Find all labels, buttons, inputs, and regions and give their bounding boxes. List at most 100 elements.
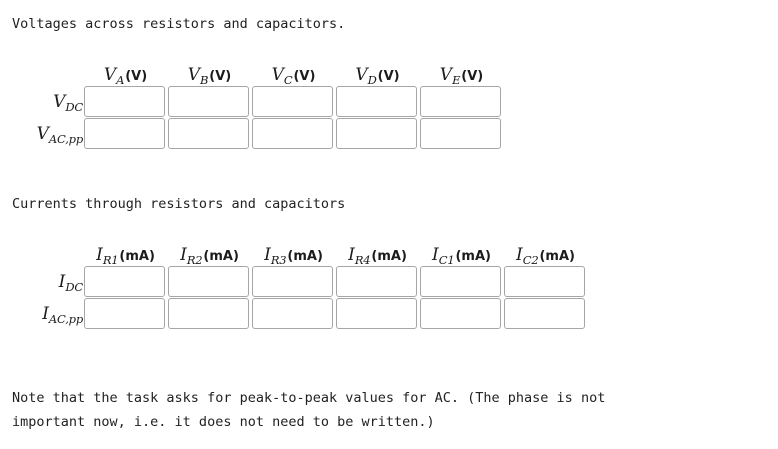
currents-row-symbol-letter-dc: I (58, 271, 66, 292)
currents-cell-acpp-r1 (84, 298, 167, 329)
currents-column-header-c2: IC2(mA) (504, 239, 587, 267)
voltages-header-corner (13, 59, 83, 85)
current-input-acpp-r4[interactable] (336, 298, 417, 329)
voltages-column-unit-b: (V) (209, 69, 232, 84)
currents-column-symbol-letter-r3: I (264, 245, 271, 265)
currents-column-header-r4: IR4(mA) (336, 239, 419, 267)
currents-row-label-dc: IDC (13, 266, 84, 297)
voltages-column-unit-a: (V) (125, 69, 148, 84)
voltages-column-header-a: VA(V) (84, 59, 167, 87)
currents-grid: IR1(mA) IR2(mA) IR3(mA) IR4(mA) IC1(mA) … (12, 238, 588, 330)
voltages-table-header: VA(V) VB(V) VC(V) VD(V) VE(V) (13, 59, 503, 87)
voltage-input-dc-e[interactable] (420, 86, 501, 117)
voltages-column-symbol-letter-d: V (355, 65, 368, 85)
current-input-acpp-c2[interactable] (504, 298, 585, 329)
voltages-column-subscript-a: A (116, 73, 125, 87)
currents-column-symbol-letter-c1: I (432, 245, 439, 265)
currents-column-symbol-letter-r4: I (348, 245, 355, 265)
voltage-input-dc-a[interactable] (84, 86, 165, 117)
currents-table: IR1(mA) IR2(mA) IR3(mA) IR4(mA) IC1(mA) … (12, 238, 588, 330)
currents-column-header-r1: IR1(mA) (84, 239, 167, 267)
voltages-column-symbol-letter-e: V (439, 65, 453, 85)
current-input-dc-c1[interactable] (420, 266, 501, 297)
currents-cell-acpp-r2 (168, 298, 251, 329)
voltages-cell-acpp-a (84, 118, 167, 149)
currents-column-subscript-c2: C2 (522, 253, 539, 267)
currents-row-symbol-acpp: IAC,pp (42, 303, 83, 326)
voltage-input-acpp-e[interactable] (420, 118, 501, 149)
voltage-input-acpp-c[interactable] (252, 118, 333, 149)
voltage-input-acpp-b[interactable] (168, 118, 249, 149)
currents-row-symbol-dc: IDC (58, 271, 84, 294)
voltages-table: VA(V) VB(V) VC(V) VD(V) VE(V) VDC (12, 58, 504, 150)
voltages-cell-dc-b (168, 86, 251, 117)
currents-table-body: IDC (13, 266, 587, 329)
current-input-dc-r4[interactable] (336, 266, 417, 297)
currents-column-subscript-r1: R1 (102, 253, 119, 267)
voltages-row-label-acpp: VAC,pp (13, 118, 84, 149)
voltages-row-symbol-letter-acpp: V (36, 123, 49, 144)
voltages-header-row: VA(V) VB(V) VC(V) VD(V) VE(V) (13, 59, 503, 87)
current-input-dc-c2[interactable] (504, 266, 585, 297)
current-input-dc-r2[interactable] (168, 266, 249, 297)
current-input-acpp-c1[interactable] (420, 298, 501, 329)
currents-row-symbol-letter-acpp: I (42, 303, 49, 324)
currents-column-symbol-letter-c2: I (516, 245, 523, 265)
voltage-input-dc-d[interactable] (336, 86, 417, 117)
currents-row-dc: IDC (13, 266, 587, 297)
voltage-input-dc-c[interactable] (252, 86, 333, 117)
voltages-cell-dc-d (336, 86, 419, 117)
currents-cell-dc-r4 (336, 266, 419, 297)
currents-column-unit-c1: (mA) (455, 249, 491, 264)
footer-note-line-2: important now, i.e. it does not need to … (12, 414, 435, 430)
voltages-cell-dc-c (252, 86, 335, 117)
currents-column-symbol-r4: IR4(mA) (348, 245, 407, 267)
voltages-column-symbol-letter-a: V (103, 65, 117, 85)
voltages-column-header-e: VE(V) (420, 59, 503, 87)
voltages-column-unit-d: (V) (377, 69, 400, 84)
currents-column-symbol-r2: IR2(mA) (180, 245, 239, 267)
voltages-table-body: VDC VAC,pp (13, 86, 503, 149)
voltages-cell-dc-e (420, 86, 503, 117)
voltages-cell-dc-a (84, 86, 167, 117)
current-input-acpp-r1[interactable] (84, 298, 165, 329)
currents-column-header-r3: IR3(mA) (252, 239, 335, 267)
voltages-column-symbol-a: VA(V) (103, 65, 148, 87)
voltages-row-subscript-acpp: AC,pp (48, 131, 83, 146)
voltages-column-subscript-b: B (200, 73, 209, 87)
currents-column-symbol-letter-r1: I (96, 245, 103, 265)
currents-row-subscript-acpp: AC,pp (48, 311, 83, 326)
voltages-column-header-b: VB(V) (168, 59, 251, 87)
currents-column-subscript-r3: R3 (270, 253, 287, 267)
voltages-column-symbol-b: VB(V) (188, 65, 232, 87)
currents-column-symbol-r3: IR3(mA) (264, 245, 323, 267)
current-input-dc-r1[interactable] (84, 266, 165, 297)
voltages-section-instruction: Voltages across resistors and capacitors… (12, 16, 346, 32)
currents-column-subscript-r2: R2 (186, 253, 203, 267)
current-input-dc-r3[interactable] (252, 266, 333, 297)
currents-column-subscript-r4: R4 (354, 253, 371, 267)
voltage-input-acpp-d[interactable] (336, 118, 417, 149)
current-input-acpp-r3[interactable] (252, 298, 333, 329)
voltages-column-subscript-d: D (367, 73, 377, 87)
currents-row-subscript-dc: DC (65, 279, 83, 294)
voltages-column-subscript-e: E (452, 73, 461, 87)
voltages-column-symbol-e: VE(V) (439, 65, 483, 87)
voltages-column-symbol-c: VC(V) (272, 65, 316, 87)
currents-cell-acpp-c2 (504, 298, 587, 329)
voltages-row-label-dc: VDC (13, 86, 83, 117)
voltage-input-dc-b[interactable] (168, 86, 249, 117)
currents-cell-acpp-r3 (252, 298, 335, 329)
current-input-acpp-r2[interactable] (168, 298, 249, 329)
voltages-column-subscript-c: C (283, 73, 293, 87)
currents-column-symbol-r1: IR1(mA) (96, 245, 155, 267)
currents-column-unit-r4: (mA) (371, 249, 407, 264)
currents-header-row: IR1(mA) IR2(mA) IR3(mA) IR4(mA) IC1(mA) … (13, 239, 587, 267)
currents-column-symbol-c2: IC2(mA) (516, 245, 575, 267)
currents-cell-acpp-r4 (336, 298, 419, 329)
voltages-cell-acpp-d (336, 118, 419, 149)
voltage-input-acpp-a[interactable] (84, 118, 165, 149)
voltages-column-header-c: VC(V) (252, 59, 335, 87)
currents-cell-dc-r2 (168, 266, 251, 297)
currents-header-corner (13, 239, 83, 265)
